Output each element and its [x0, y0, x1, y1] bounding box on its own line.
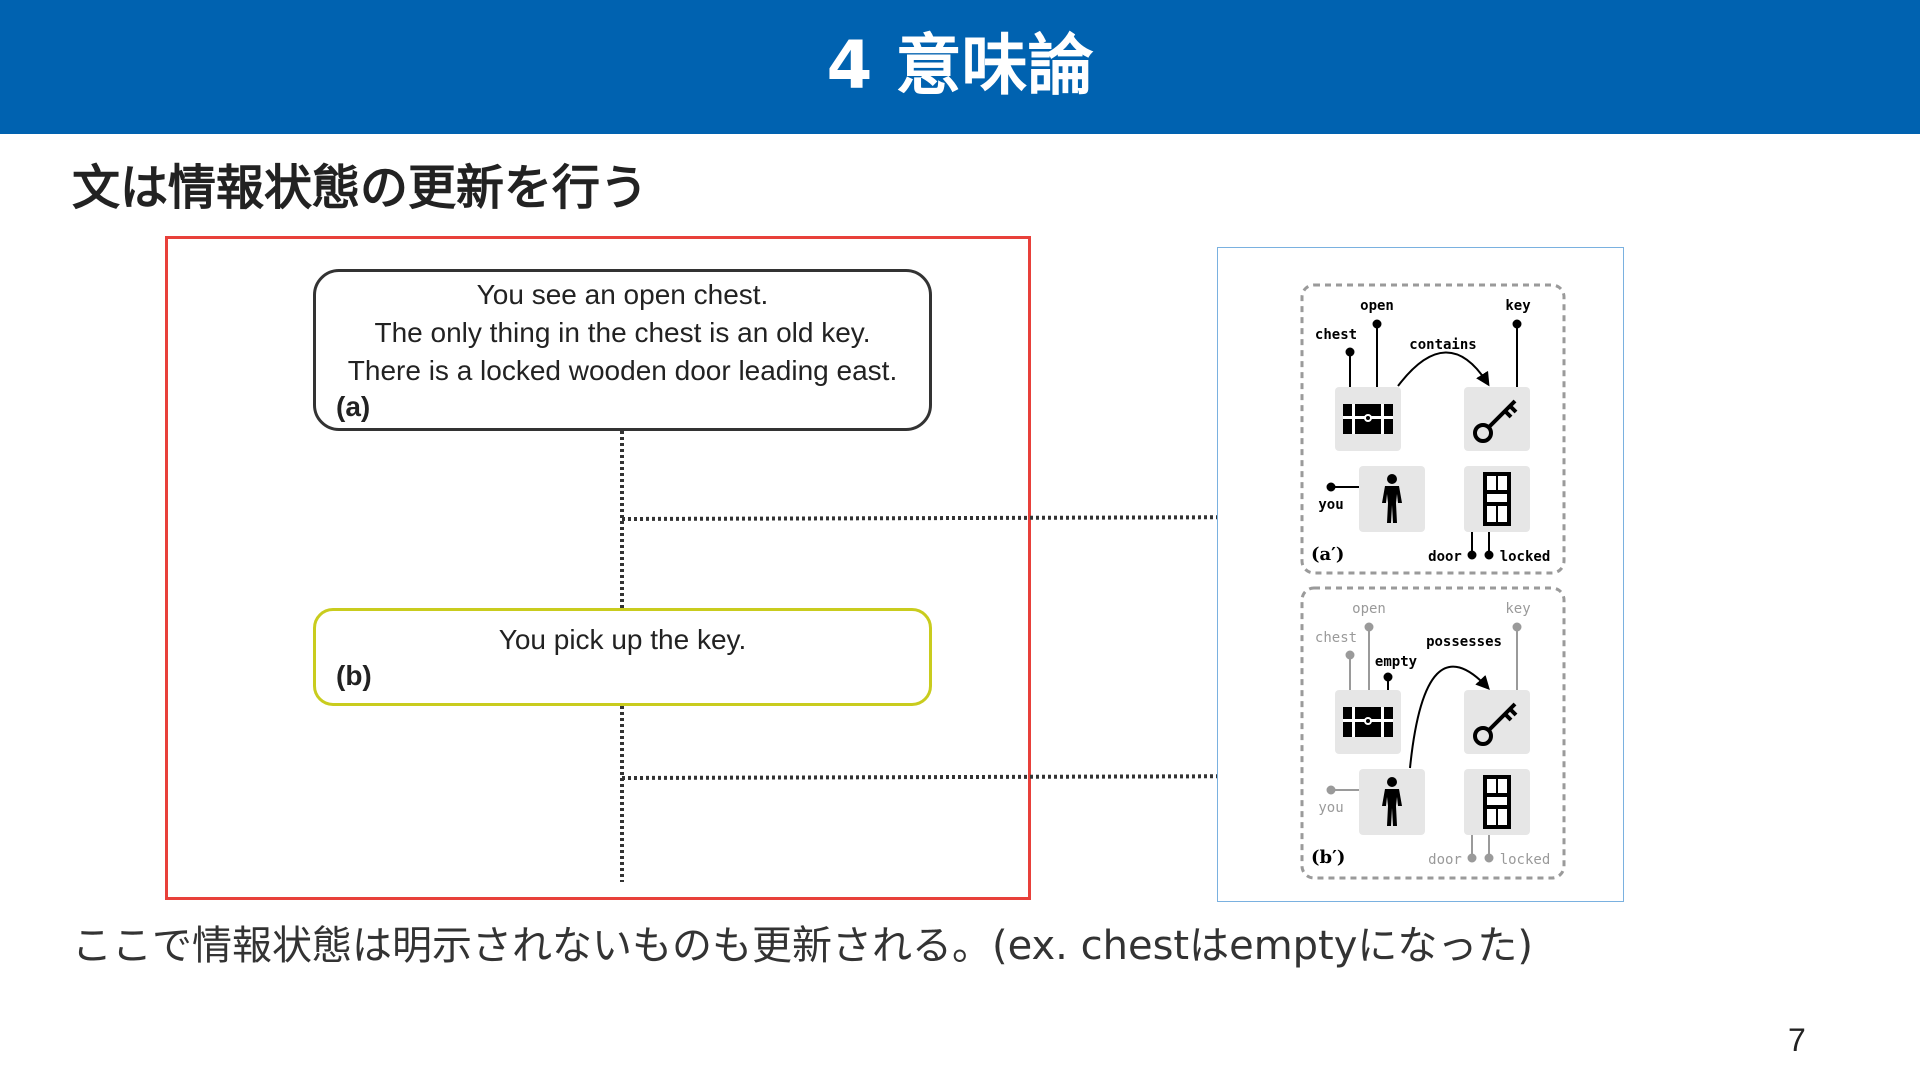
- page-number: 7: [1788, 1022, 1806, 1058]
- graph-b-label-open: open: [1352, 601, 1386, 617]
- text-box-b-lines: You pick up the key.: [316, 621, 929, 659]
- text-panel-frame: [165, 236, 1031, 900]
- graph-b-label-locked: locked: [1500, 852, 1551, 868]
- chest-icon: [1343, 404, 1393, 434]
- door-icon: [1483, 775, 1511, 829]
- header-bar: 4 意味論: [0, 0, 1920, 134]
- text-box-a-line: The only thing in the chest is an old ke…: [374, 317, 871, 348]
- graph-a-label-chest: chest: [1315, 327, 1357, 343]
- text-box-a-line: You see an open chest.: [476, 279, 769, 310]
- text-box-a-line: There is a locked wooden door leading ea…: [347, 355, 898, 386]
- text-box-a: You see an open chest. The only thing in…: [313, 269, 932, 431]
- horizontal-connector-b: [621, 774, 1307, 780]
- text-box-b-line: You pick up the key.: [498, 624, 747, 655]
- text-box-b: You pick up the key. (b): [313, 608, 932, 706]
- graph-b-label-chest: chest: [1315, 630, 1357, 646]
- graph-b-label-key: key: [1505, 601, 1530, 617]
- horizontal-connector-a: [621, 515, 1307, 521]
- text-box-a-tag: (a): [336, 391, 371, 422]
- graph-a-label-key: key: [1505, 298, 1531, 314]
- slide-title: 4 意味論: [826, 27, 1094, 104]
- graph-a-label-door: door: [1428, 549, 1462, 565]
- text-box-b-tag: (b): [336, 660, 372, 691]
- graph-a-label-locked: locked: [1500, 549, 1551, 565]
- graph-a-tag: (a′): [1311, 544, 1344, 565]
- text-box-a-lines: You see an open chest. The only thing in…: [316, 276, 929, 390]
- slide-subtitle: 文は情報状態の更新を行う: [72, 160, 649, 216]
- footnote-text: ここで情報状態は明示されないものも更新される。(ex. chestはemptyに…: [72, 923, 1534, 969]
- graph-a-label-open: open: [1360, 298, 1394, 314]
- chest-icon: [1343, 707, 1393, 737]
- graph-b-label-possesses: possesses: [1426, 634, 1502, 650]
- graph-b-label-door: door: [1428, 852, 1462, 868]
- graph-b-tag: (b′): [1311, 847, 1345, 868]
- door-icon: [1483, 472, 1511, 526]
- graph-a-label-you: you: [1318, 497, 1343, 513]
- graph-b-label-empty: empty: [1375, 654, 1418, 670]
- graph-b-label-you: you: [1318, 800, 1343, 816]
- graph-a-panel: open key chest contains you door locked …: [1300, 283, 1566, 575]
- graph-b-panel: open key chest possesses empty you door …: [1300, 586, 1566, 880]
- graph-a-label-contains: contains: [1409, 337, 1476, 353]
